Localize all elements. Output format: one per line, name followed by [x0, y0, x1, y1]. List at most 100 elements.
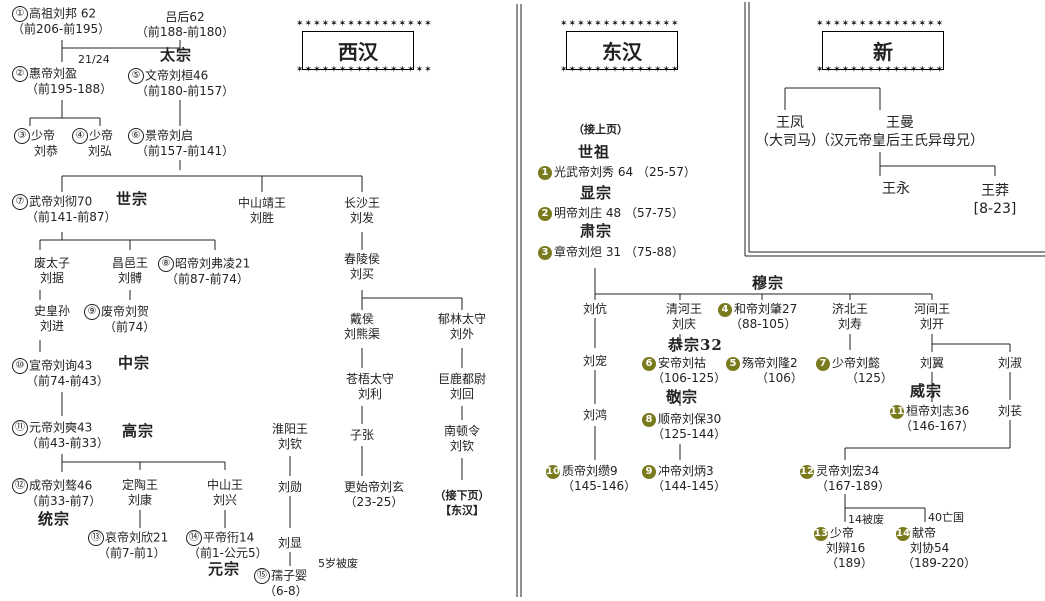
emperor-years: （125） [846, 371, 893, 385]
title: 中山王 [206, 478, 244, 492]
title: 长沙王 [343, 196, 381, 210]
title: 废太子 [33, 256, 71, 270]
order-badge: ⑤ [128, 68, 144, 84]
east-stars-bottom: ✶✶✶✶✶✶✶✶✶✶✶✶✶✶ [560, 65, 680, 75]
marquis-dai: 戴侯刘熊渠 [344, 312, 380, 342]
order-badge: 3 [538, 245, 552, 260]
name: 刘据 [39, 271, 65, 285]
title: 昌邑王 [111, 256, 149, 270]
liukang-east: 刘伉 [582, 302, 608, 316]
name: 刘进 [39, 319, 65, 333]
emperor-years: （前43-前33） [26, 436, 109, 450]
title: 春陵侯 [343, 252, 381, 266]
east-stars-top: ✶✶✶✶✶✶✶✶✶✶✶✶✶✶ [560, 19, 680, 29]
emperor-name: 平帝衎14 [203, 530, 255, 545]
emperor-years: （前180-前157） [136, 84, 235, 98]
person-name: 吕后62 [165, 10, 205, 24]
order-badge: ⑥ [128, 128, 144, 144]
liushu-east: 刘淑 [997, 356, 1023, 370]
title: 苍梧太守 [345, 372, 395, 386]
yulin-governor: 郁林太守刘外 [438, 312, 486, 342]
emperor-years: （前7-前1） [98, 546, 166, 560]
order-badge: ② [12, 66, 28, 82]
emperor-years: （前141-前87） [26, 210, 117, 224]
name: 王凤 [776, 115, 804, 131]
name: 刘钦 [449, 439, 475, 453]
emperor-years: （189-220） [902, 556, 977, 570]
title: 淮阳王 [271, 422, 309, 436]
order-badge: ⑧ [158, 256, 174, 272]
deposed-14-note: 14被废 [848, 513, 884, 526]
person-years: （前188-前180） [135, 25, 235, 39]
west-stars-top: ✶✶✶✶✶✶✶✶✶✶✶✶✶✶✶✶ [296, 19, 433, 29]
emperor-sub: 刘弘 [88, 144, 113, 158]
title: 清河王 [665, 302, 703, 316]
order-badge: 5 [726, 356, 740, 371]
order-badge: 8 [642, 412, 656, 427]
emperor-name: 冲帝刘炳3 [658, 464, 714, 478]
title: 南顿令 [443, 424, 481, 438]
note: 【东汉】 [440, 504, 484, 517]
liuyi-east: 刘翼 [919, 356, 945, 370]
order-badge: ⑪ [12, 420, 28, 436]
emperor-years: （57-75） [624, 206, 684, 220]
emperor-years: （前87-前74） [166, 272, 249, 286]
name: 刘买 [349, 267, 375, 281]
prince-zhongshan: 中山靖王刘胜 [238, 196, 286, 226]
name: 更始帝刘玄 [343, 480, 405, 494]
xin-stars-bottom: ✶✶✶✶✶✶✶✶✶✶✶✶✶✶✶ [816, 65, 945, 75]
emperor-name: 光武帝刘秀 [554, 165, 615, 179]
temple-name-yuanzong: 元宗 [208, 560, 241, 578]
emperor-years: （88-105） [730, 317, 797, 331]
order-badge: 14 [896, 526, 910, 541]
prince-qinghe: 清河王刘庆 [666, 302, 702, 332]
order-badge: 12 [800, 464, 814, 479]
order-badge: ⑫ [12, 478, 28, 494]
liuxian: 刘显 [277, 536, 303, 550]
temple-name-tongzong: 统宗 [38, 510, 71, 528]
emperor-name: 孺子婴 [271, 568, 308, 583]
wang-mang: 王莽[8-23] [974, 182, 1017, 218]
title: 戴侯 [349, 312, 375, 326]
order-badge: ① [12, 6, 28, 22]
wang-yong: 王永 [882, 181, 910, 197]
order-badge: 1 [538, 165, 552, 180]
name: 刘回 [449, 387, 475, 401]
temple-name-xianzong: 显宗 [580, 184, 613, 202]
name: 刘康 [127, 493, 153, 507]
emperor-age: 64 [617, 165, 634, 179]
crown-prince-liuju: 废太子刘据 [34, 256, 70, 286]
temple-name-muzong: 穆宗 [752, 274, 785, 292]
next-page-note: （接下页）【东汉】 [435, 488, 490, 518]
emperor-years: （6-8） [264, 584, 308, 598]
emperor-years: （144-145） [652, 479, 727, 493]
temple-name-shizu: 世祖 [578, 143, 611, 161]
emperor-name: 成帝刘骜46 [29, 478, 93, 493]
emperor-name: 质帝刘缵9 [562, 464, 618, 478]
emperor-name: 安帝刘祜 [658, 356, 707, 370]
title: 河间王 [913, 302, 951, 316]
liuxun: 刘勋 [277, 480, 303, 494]
order-badge: 7 [816, 356, 830, 371]
name: 刘开 [919, 317, 945, 331]
emperor-name: 高祖刘邦 [29, 6, 78, 21]
prince-huaiyang: 淮阳王刘钦 [272, 422, 308, 452]
order-badge: ⑮ [254, 568, 270, 584]
order-badge: 2 [538, 206, 552, 221]
order-badge: 6 [642, 356, 656, 371]
emperor-name: 灵帝刘宏34 [816, 464, 880, 478]
temple-name-shizong: 世宗 [116, 190, 149, 208]
emperor-name: 献帝 [912, 526, 937, 540]
died-40-note: 40亡国 [928, 511, 964, 524]
